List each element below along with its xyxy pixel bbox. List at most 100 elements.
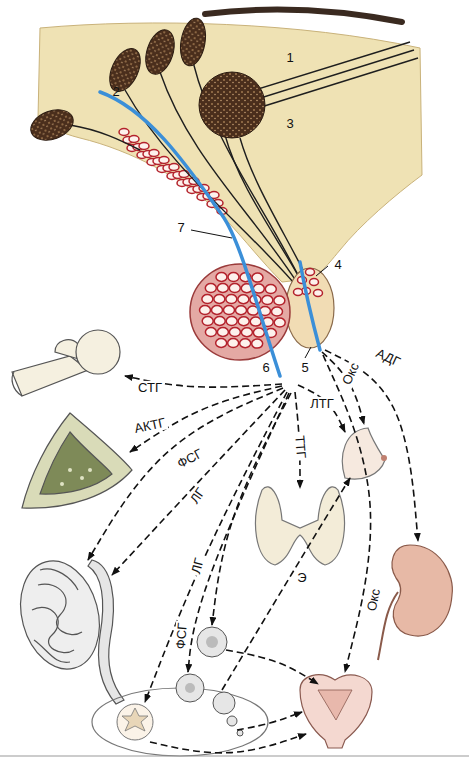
uterus-figure xyxy=(318,690,352,720)
hormone-label: Э xyxy=(295,571,308,585)
capillary-loop xyxy=(202,317,213,326)
frame-rule xyxy=(0,756,469,757)
hormone-arrow xyxy=(130,386,282,452)
capillary-loop xyxy=(217,284,228,293)
capillary-loop xyxy=(252,339,263,348)
hormone-arrow xyxy=(322,352,364,424)
hormone-label: Окс xyxy=(364,586,383,615)
capillary-loop xyxy=(212,306,223,315)
capillary-loop xyxy=(169,164,179,171)
neurosecretory-neurons xyxy=(103,44,146,97)
hormone-label: ФСГ xyxy=(173,446,206,473)
breast-figure xyxy=(342,428,385,479)
capillary-loop xyxy=(238,317,249,326)
nerve-fibres xyxy=(258,58,418,108)
ovary-figure xyxy=(176,674,204,702)
neurosecretory-neurons xyxy=(141,26,180,78)
neurosecretory-neurons xyxy=(199,72,265,138)
hormone-label: ЛТГ xyxy=(308,397,336,411)
leader-line xyxy=(305,347,311,358)
uterus-figure xyxy=(300,675,372,748)
callout-number: 2 xyxy=(110,85,121,99)
callout-number: 6 xyxy=(260,361,271,375)
testis-figure xyxy=(32,607,74,652)
anterior-capillaries xyxy=(200,273,286,349)
capillary-loop xyxy=(306,269,315,276)
capillary-loop xyxy=(272,307,283,316)
testis-figure xyxy=(88,560,124,704)
capillary-loop xyxy=(139,143,149,150)
neurosecretory-neurons xyxy=(177,16,209,67)
uterus-figure xyxy=(300,675,372,748)
hormone-label: ЛГ xyxy=(189,555,208,578)
thyroid-figure xyxy=(256,487,345,565)
blood-vessel xyxy=(100,92,280,376)
nerve-fibres xyxy=(160,72,305,295)
capillary-loop xyxy=(129,136,139,143)
capillary-loop xyxy=(205,328,216,337)
hormone-arrow xyxy=(112,390,285,575)
hormone-arrow xyxy=(222,478,350,690)
capillary-loop xyxy=(216,273,227,282)
capillary-loop xyxy=(274,296,285,305)
capillary-loop xyxy=(214,295,225,304)
kidney-figure xyxy=(378,545,452,660)
hormone-arrow xyxy=(145,392,287,702)
hormone-arrow xyxy=(237,712,302,730)
capillary-loop xyxy=(159,157,169,164)
adrenal-figure xyxy=(68,468,72,472)
ovary-figure xyxy=(227,716,237,726)
ovary-figure xyxy=(206,636,218,648)
hormone-label: ФСГ xyxy=(174,620,191,651)
nerve-fibres xyxy=(254,50,414,100)
blood-vessel xyxy=(100,92,320,376)
bone-figure xyxy=(12,356,88,396)
capillary-loop xyxy=(202,295,213,304)
capillary-loop xyxy=(226,295,237,304)
hormone-label: ТТГ xyxy=(292,433,309,461)
nerve-fibres xyxy=(248,42,410,92)
testis-figure xyxy=(34,640,70,662)
callout-number: 5 xyxy=(299,361,310,375)
ovary-figure xyxy=(197,627,227,657)
ovary-figure xyxy=(117,704,153,740)
adrenal-figure xyxy=(22,413,132,508)
capillary-loop xyxy=(217,328,228,337)
callout-number: 1 xyxy=(284,51,295,65)
ovary-figure xyxy=(237,730,243,736)
ovary-figure xyxy=(122,708,148,731)
capillary-loop xyxy=(205,284,216,293)
capillary-loop xyxy=(226,317,237,326)
capillary-loop xyxy=(119,129,129,136)
capillary-loop xyxy=(265,285,276,294)
bone-figure xyxy=(12,372,22,396)
capillary-loop xyxy=(252,273,263,282)
hormone-label: Окс xyxy=(339,359,363,389)
adrenal-figure xyxy=(88,468,92,472)
capillary-loop xyxy=(274,318,285,327)
neurosecretory-neurons xyxy=(27,16,265,145)
hormone-label: СТГ xyxy=(136,381,164,395)
hormone-arrow xyxy=(88,350,418,753)
hormone-arrow xyxy=(298,385,345,432)
ovary-figure xyxy=(213,692,235,714)
hormone-label: ЛГ xyxy=(187,484,210,508)
adrenal-figure xyxy=(40,432,112,494)
brain-tissue xyxy=(38,10,422,283)
capillary-loop xyxy=(262,296,273,305)
testis-figure xyxy=(38,584,82,634)
breast-figure xyxy=(381,455,387,461)
hormone-arrow xyxy=(325,350,418,541)
nerve-fibres xyxy=(70,125,140,150)
capillary-loop xyxy=(216,339,227,348)
capillary-loop xyxy=(310,279,319,286)
hormone-arrow xyxy=(188,393,289,672)
anterior-lobe xyxy=(190,264,290,360)
bone-figure xyxy=(76,330,120,374)
capillary-loop xyxy=(228,339,239,348)
neurosecretory-neurons xyxy=(27,104,78,145)
hormone-arrow xyxy=(212,393,291,625)
